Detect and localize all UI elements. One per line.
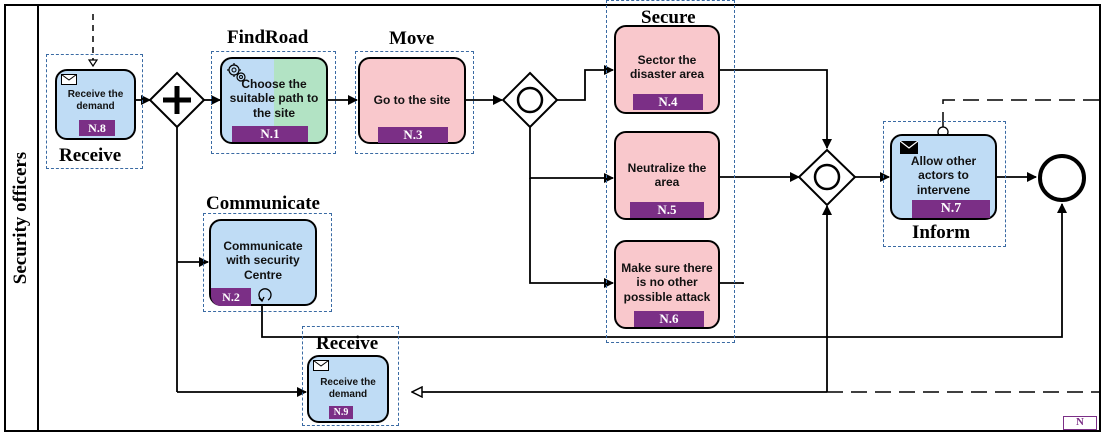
envelope-icon bbox=[61, 74, 77, 85]
outgoing-message-flow bbox=[942, 99, 1100, 128]
group-receive-top bbox=[46, 54, 143, 169]
parallel-gateway bbox=[148, 71, 206, 129]
task-text: Receive the demand bbox=[67, 89, 124, 112]
group-secure bbox=[606, 0, 735, 343]
envelope-icon bbox=[313, 360, 329, 371]
gear-icon bbox=[227, 63, 246, 82]
task-text: Make sure there is no other possible att… bbox=[621, 261, 713, 304]
flow-n2-to-end bbox=[261, 203, 1067, 338]
task-sector-area-n4[interactable]: Sector the disaster area N.4 bbox=[614, 25, 720, 114]
flow-n6-out bbox=[720, 282, 744, 284]
group-findroad bbox=[211, 51, 336, 154]
task-badge: N.4 bbox=[633, 94, 703, 110]
group-label-findroad: FindRoad bbox=[227, 27, 309, 48]
task-choose-path-n1[interactable]: Choose the suitable path to the site N.1 bbox=[220, 57, 328, 144]
lane-title: Security officers bbox=[10, 151, 31, 285]
task-allow-actors-n7[interactable]: Allow other actors to intervene N.7 bbox=[890, 134, 997, 220]
group-label-receive-bottom: Receive bbox=[316, 333, 379, 354]
task-text: Neutralize the area bbox=[627, 161, 707, 190]
inclusive-gateway-split bbox=[501, 71, 559, 129]
task-badge: N.3 bbox=[378, 127, 448, 143]
group-label-communicate: Communicate bbox=[206, 193, 320, 214]
task-badge: N.8 bbox=[79, 120, 115, 136]
task-text: Choose the suitable path to the site bbox=[229, 77, 319, 120]
lane-header: Security officers bbox=[5, 5, 39, 431]
task-receive-demand-n9[interactable]: Receive the demand N.9 bbox=[307, 355, 389, 423]
task-text: Sector the disaster area bbox=[629, 53, 705, 82]
flow-split-to-n5 bbox=[529, 127, 614, 183]
end-event bbox=[1038, 154, 1086, 202]
group-move bbox=[355, 51, 474, 154]
group-label-secure: Secure bbox=[641, 7, 696, 28]
task-go-to-site-n3[interactable]: Go to the site N.3 bbox=[358, 57, 466, 144]
flow-split-to-n4 bbox=[557, 65, 614, 101]
task-text: Go to the site bbox=[373, 93, 451, 107]
task-text: Communicate with security Centre bbox=[223, 239, 303, 282]
message-arrowhead bbox=[87, 59, 99, 68]
group-inform bbox=[883, 121, 1006, 247]
task-receive-demand-n8[interactable]: Receive the demand N.8 bbox=[55, 69, 136, 140]
loop-icon bbox=[258, 288, 272, 303]
pool-border bbox=[4, 4, 1101, 432]
legend-n: N bbox=[1063, 416, 1097, 430]
task-text: Receive the demand bbox=[320, 377, 376, 400]
filled-envelope-icon bbox=[900, 141, 918, 154]
group-communicate bbox=[203, 213, 332, 312]
group-label-inform: Inform bbox=[912, 222, 971, 243]
task-text: Allow other actors to intervene bbox=[910, 154, 977, 197]
task-badge: N.1 bbox=[232, 126, 308, 142]
group-label-move: Move bbox=[389, 28, 435, 49]
task-badge: N.6 bbox=[634, 311, 704, 327]
task-badge: N.5 bbox=[630, 202, 704, 218]
flow-n4-to-join bbox=[720, 69, 832, 149]
flow-split-to-n6 bbox=[529, 178, 614, 288]
task-communicate-centre-n2[interactable]: Communicate with security Centre N.2 bbox=[209, 219, 317, 306]
task-make-sure-no-attack-n6[interactable]: Make sure there is no other possible att… bbox=[614, 240, 720, 329]
inclusive-gateway-join bbox=[797, 148, 857, 207]
task-badge: N.7 bbox=[912, 200, 990, 218]
group-label-receive-top: Receive bbox=[59, 145, 122, 166]
task-neutralize-area-n5[interactable]: Neutralize the area N.5 bbox=[614, 131, 720, 220]
task-badge: N.9 bbox=[329, 406, 353, 419]
group-receive-bottom bbox=[302, 326, 399, 426]
task-badge: N.2 bbox=[211, 288, 251, 306]
